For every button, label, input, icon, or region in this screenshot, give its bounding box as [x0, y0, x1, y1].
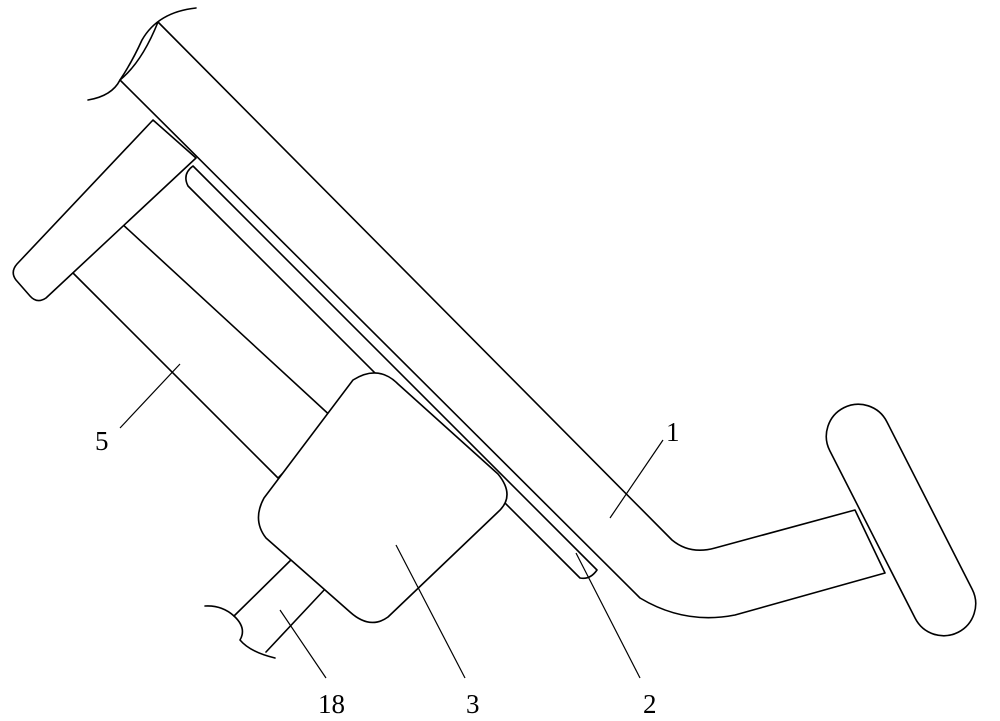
label-rod-1: 1 [666, 417, 680, 447]
break-line-top [87, 7, 197, 101]
leader-line-2 [575, 552, 641, 679]
label-sleeve-5: 5 [95, 426, 109, 456]
slider-block-3 [257, 372, 508, 624]
leader-line-1 [609, 439, 664, 519]
label-slider-block-3: 3 [466, 689, 480, 719]
end-cap-left [12, 119, 197, 302]
main-rod-1 [119, 21, 886, 619]
handle-grip [825, 403, 977, 637]
label-shaft-18: 18 [318, 689, 345, 719]
leader-line-18 [279, 609, 327, 679]
sleeve-body [69, 221, 336, 479]
shaft-18 [204, 554, 327, 659]
label-slot-2: 2 [643, 689, 657, 719]
leader-line-5 [119, 363, 181, 429]
leader-line-3 [395, 544, 466, 679]
